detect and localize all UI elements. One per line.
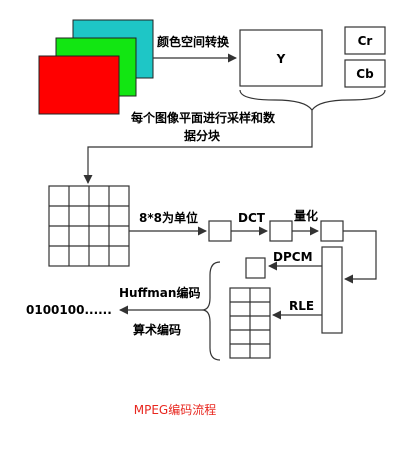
dct-output-box [269, 220, 293, 242]
color-plane-red [38, 55, 120, 115]
dpcm-label: DPCM [273, 250, 313, 264]
dc-coefficient-box [245, 257, 266, 279]
bitstream-label: 0100100...... [26, 303, 112, 317]
cr-box [344, 26, 386, 55]
diagram-caption: MPEG编码流程 [134, 402, 216, 417]
cr-label: Cr [358, 34, 373, 48]
block-unit-label: 8*8为单位 [139, 210, 198, 225]
cb-label: Cb [356, 67, 374, 81]
y-box [239, 29, 323, 87]
block-grid [48, 185, 130, 267]
dct-input-box [208, 220, 232, 242]
quantization-label: 量化 [294, 208, 318, 223]
cb-box [344, 59, 386, 88]
huffman-label: Huffman编码 [119, 285, 200, 300]
arithmetic-label: 算术编码 [133, 322, 181, 337]
y-label: Y [276, 52, 286, 66]
sampling-label-line2: 据分块 [184, 128, 221, 143]
sampling-arrow [83, 110, 313, 184]
entropy-brace [201, 261, 221, 361]
rle-label: RLE [289, 299, 314, 313]
quantized-box [320, 220, 344, 242]
to-entropy-arrow [343, 230, 377, 284]
dct-label: DCT [238, 211, 266, 225]
color-space-conversion-label: 颜色空间转换 [157, 34, 230, 49]
rle-grid [229, 287, 271, 359]
split-bar [321, 246, 343, 334]
sampling-label-line1: 每个图像平面进行采样和数 [131, 110, 276, 125]
sampling-brace [239, 89, 386, 112]
